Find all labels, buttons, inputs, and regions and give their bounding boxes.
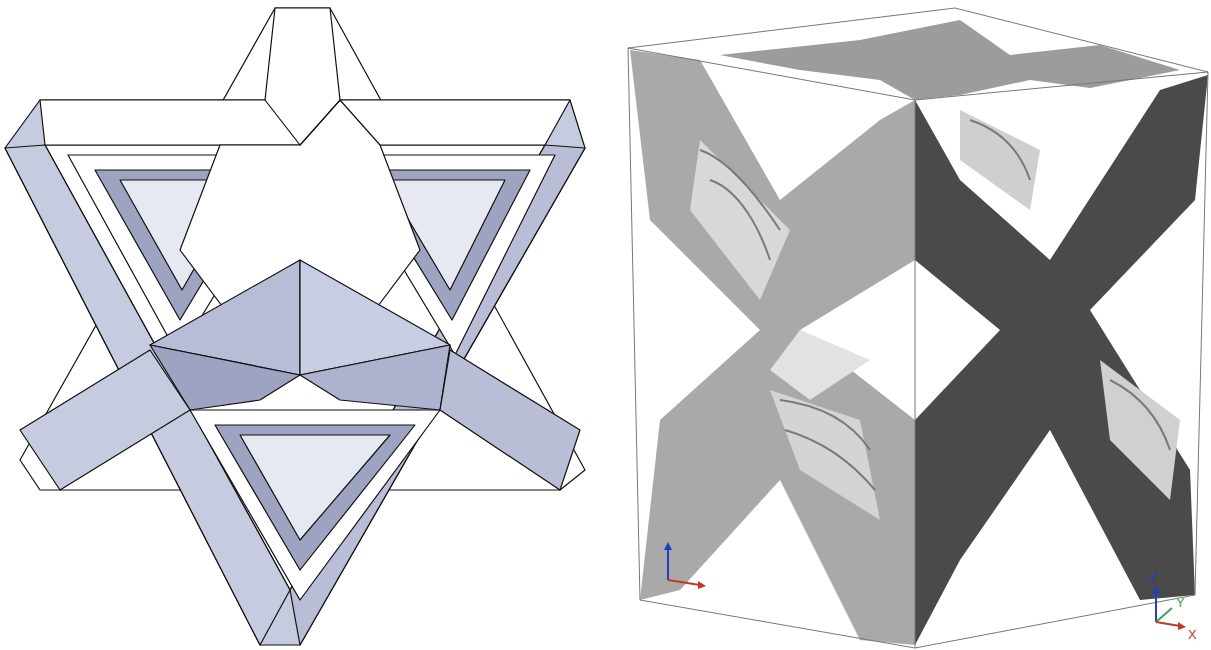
axis-label: Y [1176,596,1185,610]
axis-label: X [1188,628,1197,642]
ct-scan [628,8,1208,648]
axis-label: Z [1150,570,1158,584]
cad-lattice [5,8,585,645]
